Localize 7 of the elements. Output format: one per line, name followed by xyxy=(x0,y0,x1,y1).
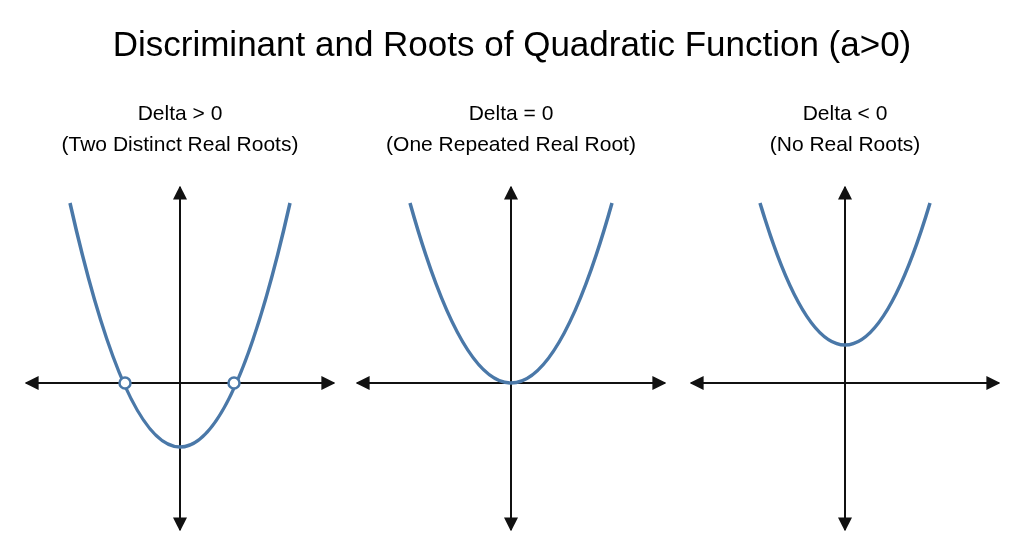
case-description: (One Repeated Real Root) xyxy=(385,131,637,157)
case-heading: Delta < 0 xyxy=(801,100,889,126)
case-heading: Delta > 0 xyxy=(136,100,224,126)
case-description: (No Real Roots) xyxy=(768,131,922,157)
case-heading: Delta = 0 xyxy=(467,100,555,126)
diagram-title: Discriminant and Roots of Quadratic Function (a>0) xyxy=(111,23,913,65)
case-description: (Two Distinct Real Roots) xyxy=(60,131,300,157)
